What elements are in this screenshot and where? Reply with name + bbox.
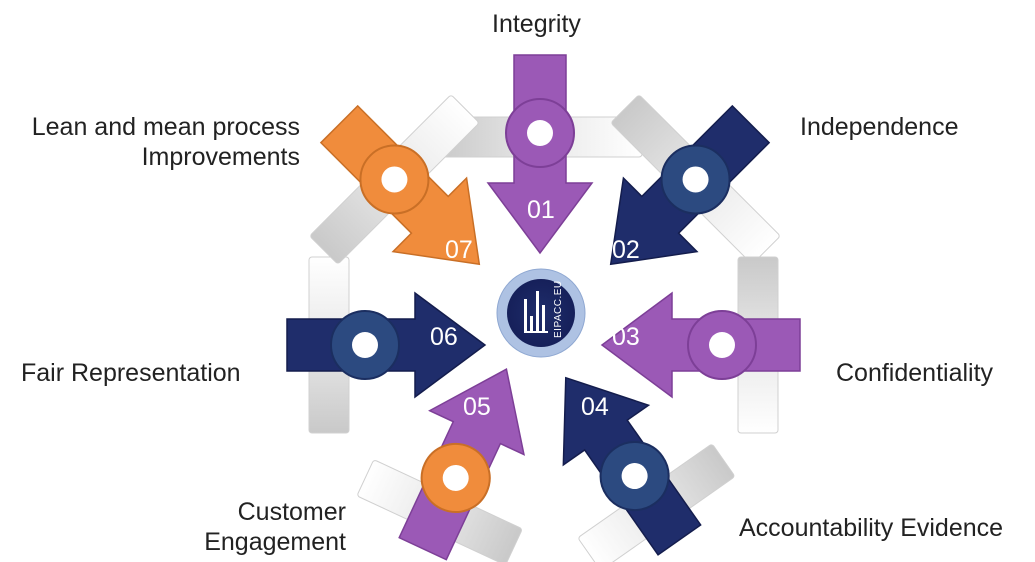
- label-integrity: Integrity: [492, 10, 581, 38]
- arrow-05: [357, 368, 525, 562]
- ring-inner-01: [527, 120, 553, 146]
- label-customer-line1: Customer: [237, 498, 346, 526]
- number-07: 07: [445, 236, 473, 264]
- label-lean-line2: Improvements: [141, 143, 300, 171]
- arrow-shape-02: [609, 104, 771, 266]
- number-03: 03: [612, 323, 640, 351]
- ring-inner-05: [442, 464, 469, 491]
- label-customer-engagement: Customer Engagement: [186, 497, 346, 557]
- arrow-02: [609, 95, 780, 266]
- label-lean-line1: Lean and mean process: [31, 113, 300, 141]
- ring-inner-06: [352, 332, 378, 358]
- arrow-03: [600, 256, 801, 434]
- arrow-06: [286, 256, 487, 434]
- label-confidentiality: Confidentiality: [836, 359, 994, 387]
- arrow-07: [310, 95, 481, 266]
- number-05: 05: [463, 393, 491, 421]
- logo-bars-icon: [524, 291, 548, 333]
- arrow-01: [437, 54, 643, 255]
- ring-inner-07: [381, 166, 408, 193]
- ring-inner-02: [682, 166, 709, 193]
- label-accountability: Accountability Evidence: [739, 514, 1004, 542]
- logo-text: EIPACC.EU: [553, 280, 564, 338]
- center-disc: [507, 279, 575, 347]
- label-lean-mean: Lean and mean process Improvements: [8, 112, 300, 172]
- label-customer-line2: Engagement: [204, 528, 346, 556]
- number-04: 04: [581, 393, 609, 421]
- arrow-04: [562, 376, 735, 562]
- center-logo: EIPACC.EU: [496, 268, 586, 358]
- number-06: 06: [430, 323, 458, 351]
- label-independence: Independence: [800, 113, 959, 141]
- ring-inner-03: [709, 332, 735, 358]
- ring-inner-04: [621, 463, 648, 490]
- label-fair-representation: Fair Representation: [21, 359, 241, 387]
- number-01: 01: [527, 196, 555, 224]
- number-02: 02: [612, 236, 640, 264]
